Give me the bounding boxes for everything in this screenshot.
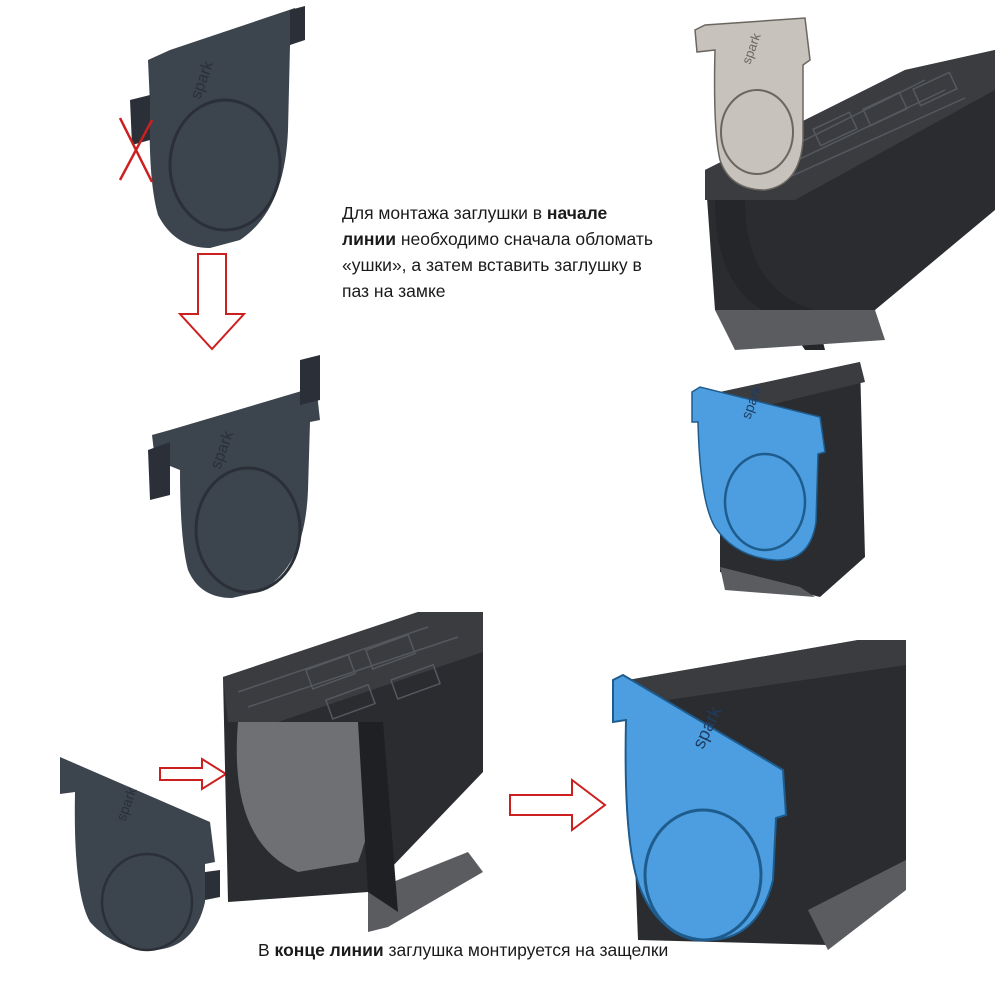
caption-text: необходимо сначала обломать «ушки», а за… [342,229,653,301]
caption-text: В [258,940,275,960]
cross-mark-line-2 [118,119,154,181]
down-arrow [177,253,247,351]
caption-text: заглушка монтируется на защелки [383,940,669,960]
right-arrow-large [509,777,607,833]
channel-with-blue-plug: spark [691,362,865,597]
caption-bold: начале линии [342,203,608,249]
channel-with-grate [223,612,483,932]
end-cap-ears-removed: spark [148,355,320,598]
caption-bold: конце линии [274,940,384,960]
instruction-start-of-line: Для монтажа заглушки в начале линии необ… [342,200,662,304]
end-cap-snap: spark [60,757,220,952]
instruction-end-of-line: В конце линии заглушка монтируется на за… [258,937,778,963]
right-arrow-small [159,757,228,791]
channel-with-plug-insert: spark [694,17,995,350]
caption-text: Для монтажа заглушки в [342,203,547,223]
channel-with-blue-plug-end: spark [612,640,906,950]
end-cap-with-ears: spark [118,6,305,248]
